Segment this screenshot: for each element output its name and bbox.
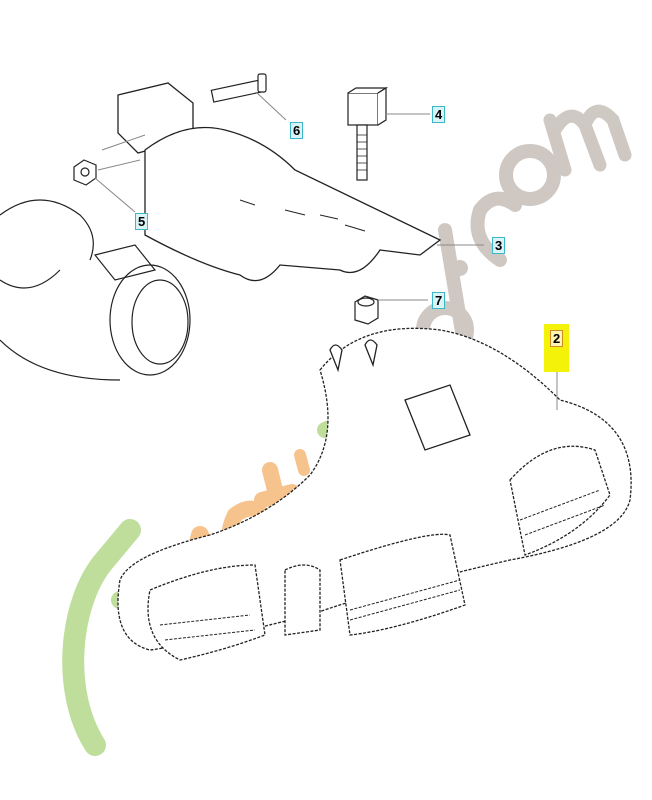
part-guard-2[interactable] xyxy=(117,327,632,661)
part-screw-4[interactable] xyxy=(347,86,389,181)
leader-lines xyxy=(94,91,558,410)
part-bolt-6[interactable] xyxy=(210,73,267,103)
callout-4[interactable]: 4 xyxy=(432,106,446,123)
callout-6[interactable]: 6 xyxy=(290,122,304,139)
callout-7[interactable]: 7 xyxy=(432,292,446,309)
part-housing xyxy=(0,199,191,381)
callout-2-highlighted[interactable]: 2 xyxy=(544,324,570,372)
callout-5[interactable]: 5 xyxy=(135,213,149,230)
part-bracket-3[interactable] xyxy=(117,82,442,282)
part-nut-5[interactable] xyxy=(73,159,97,186)
part-nut-7[interactable] xyxy=(354,295,379,325)
callout-3[interactable]: 3 xyxy=(492,237,506,254)
